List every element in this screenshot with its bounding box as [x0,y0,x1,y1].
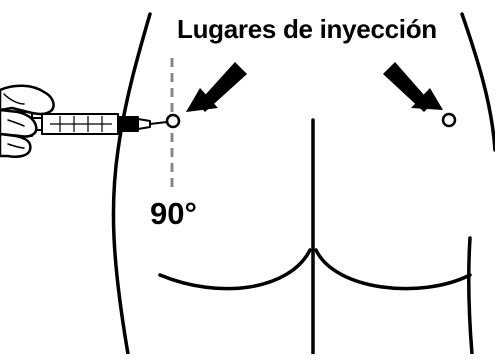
diagram-title: Lugares de inyección [177,14,437,45]
arrow-right-icon [383,62,443,112]
angle-label: 90° [150,196,197,232]
syringe-icon [22,112,167,136]
right-body-contour [462,14,495,150]
left-body-contour [113,14,150,354]
injection-site-right-icon [443,114,455,126]
right-gluteal-fold [316,250,470,289]
injection-site-left-icon [167,115,179,127]
left-gluteal-fold [160,250,310,289]
arrow-left-icon [186,62,247,112]
right-lower-contour [469,238,472,354]
